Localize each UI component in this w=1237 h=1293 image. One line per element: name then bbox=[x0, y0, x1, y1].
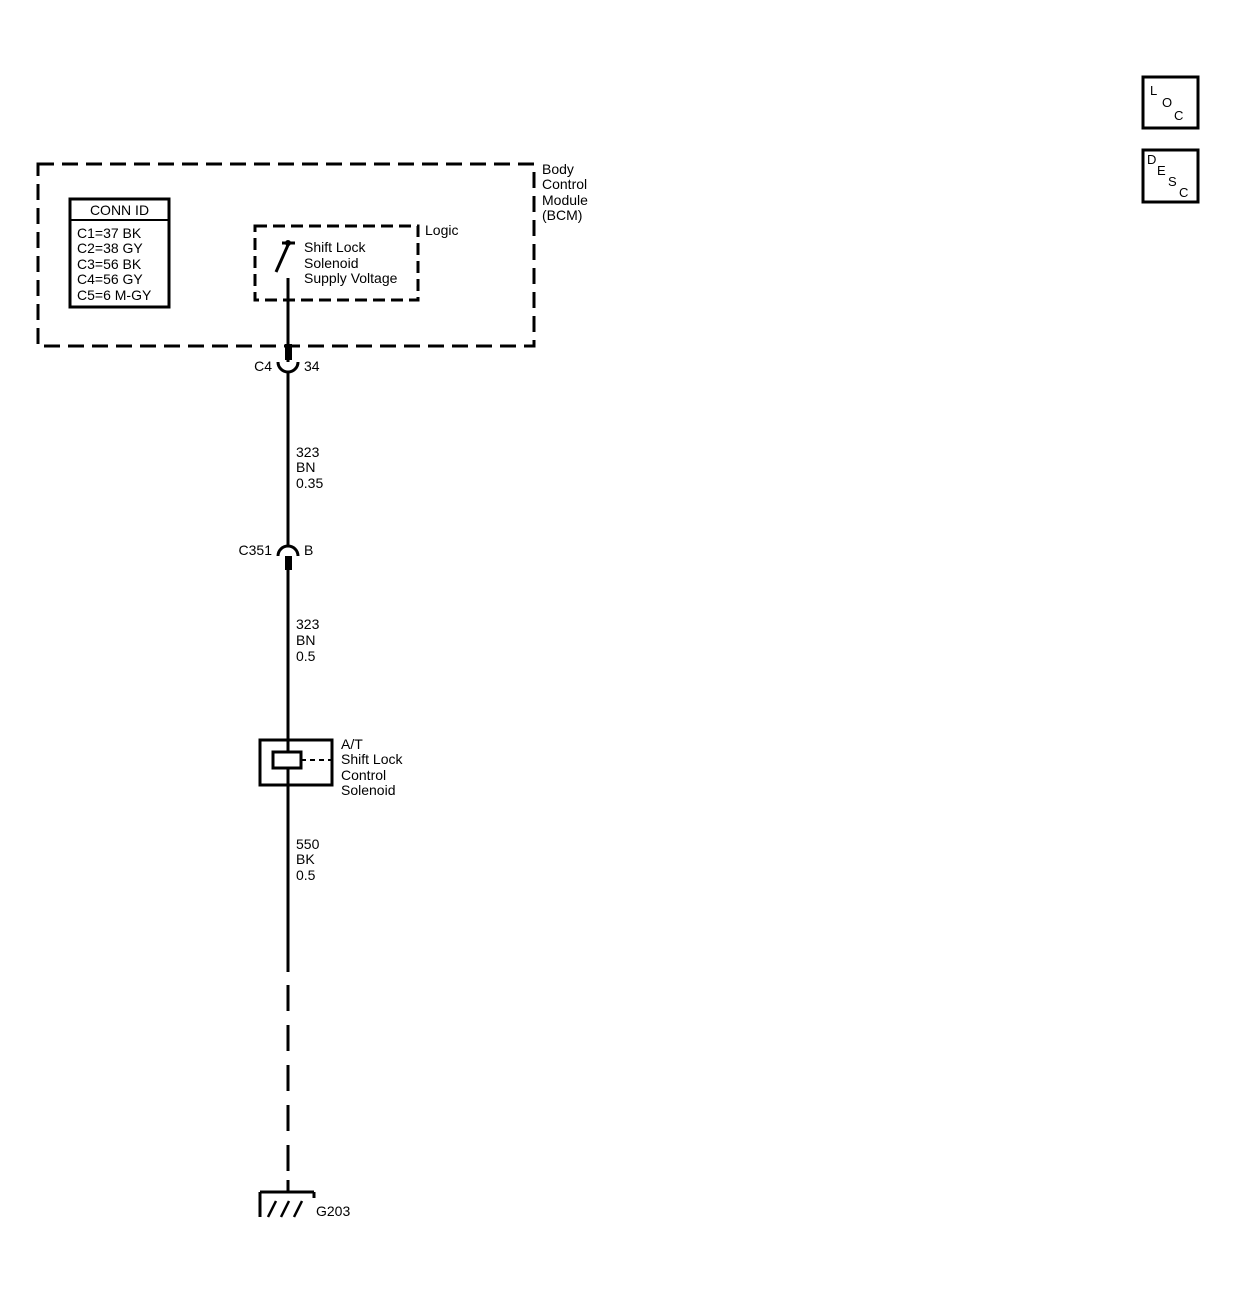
connector-c351: C351 B bbox=[239, 542, 313, 570]
switch-label-line: Shift Lock bbox=[304, 239, 366, 255]
solenoid-label: A/T Shift Lock Control Solenoid bbox=[341, 736, 403, 798]
wire-color: BN bbox=[296, 632, 315, 648]
location-button-letter: O bbox=[1162, 95, 1172, 110]
location-button-letter: L bbox=[1150, 83, 1157, 98]
connector-c4-pin bbox=[285, 344, 292, 360]
wire-label-w3: 550 BK 0.5 bbox=[296, 836, 320, 883]
wire-circuit: 323 bbox=[296, 444, 320, 460]
solenoid-label-line: A/T bbox=[341, 736, 363, 752]
logic-boundary bbox=[253, 224, 420, 302]
logic-label: Logic bbox=[425, 222, 458, 238]
description-button-letter: C bbox=[1179, 185, 1188, 200]
wire-color: BN bbox=[296, 459, 315, 475]
location-button-letter: C bbox=[1174, 108, 1183, 123]
module-name-line: (BCM) bbox=[542, 207, 582, 223]
connector-id: C351 bbox=[239, 542, 273, 558]
wire-gauge: 0.35 bbox=[296, 475, 323, 491]
wire-label-w2: 323 BN 0.5 bbox=[296, 616, 320, 664]
connector-pin: B bbox=[304, 542, 313, 558]
connector-c4: C4 34 bbox=[254, 358, 320, 374]
wire-circuit: 323 bbox=[296, 616, 320, 632]
solenoid-label-line: Solenoid bbox=[341, 782, 396, 798]
wire-gauge: 0.5 bbox=[296, 867, 316, 883]
switch-label-line: Solenoid bbox=[304, 255, 359, 271]
solenoid-icon bbox=[258, 738, 334, 787]
conn-id-row: C3=56 BK bbox=[77, 256, 142, 272]
ground-icon bbox=[258, 1180, 316, 1218]
conn-id-row: C2=38 GY bbox=[77, 240, 143, 256]
module-name: Body Control Module (BCM) bbox=[542, 161, 588, 223]
connector-pin: 34 bbox=[304, 358, 320, 374]
connector-id: C4 bbox=[254, 358, 272, 374]
location-button[interactable]: L O C bbox=[1141, 75, 1200, 130]
wire-color: BK bbox=[296, 851, 315, 867]
description-button-letter: S bbox=[1168, 174, 1177, 189]
solenoid-label-line: Shift Lock bbox=[341, 751, 403, 767]
conn-id-row: C1=37 BK bbox=[77, 225, 142, 241]
switch-icon bbox=[274, 240, 295, 273]
module-name-line: Body bbox=[542, 161, 574, 177]
conn-id-table: CONN ID C1=37 BK C2=38 GY C3=56 BK C4=56… bbox=[68, 197, 171, 309]
wire-label-w1: 323 BN 0.35 bbox=[296, 444, 323, 491]
module-name-line: Control bbox=[542, 176, 587, 192]
conn-id-row: C4=56 GY bbox=[77, 271, 143, 287]
switch-label-line: Supply Voltage bbox=[304, 270, 398, 286]
wire-gauge: 0.5 bbox=[296, 648, 316, 664]
description-button[interactable]: D E S C bbox=[1141, 148, 1200, 204]
solenoid-label-line: Control bbox=[341, 767, 386, 783]
conn-id-title: CONN ID bbox=[90, 202, 149, 218]
wire-circuit: 550 bbox=[296, 836, 320, 852]
description-button-letter: E bbox=[1157, 163, 1166, 178]
ground-id: G203 bbox=[316, 1203, 350, 1219]
conn-id-row: C5=6 M-GY bbox=[77, 287, 152, 303]
description-button-letter: D bbox=[1147, 152, 1156, 167]
module-name-line: Module bbox=[542, 192, 588, 208]
